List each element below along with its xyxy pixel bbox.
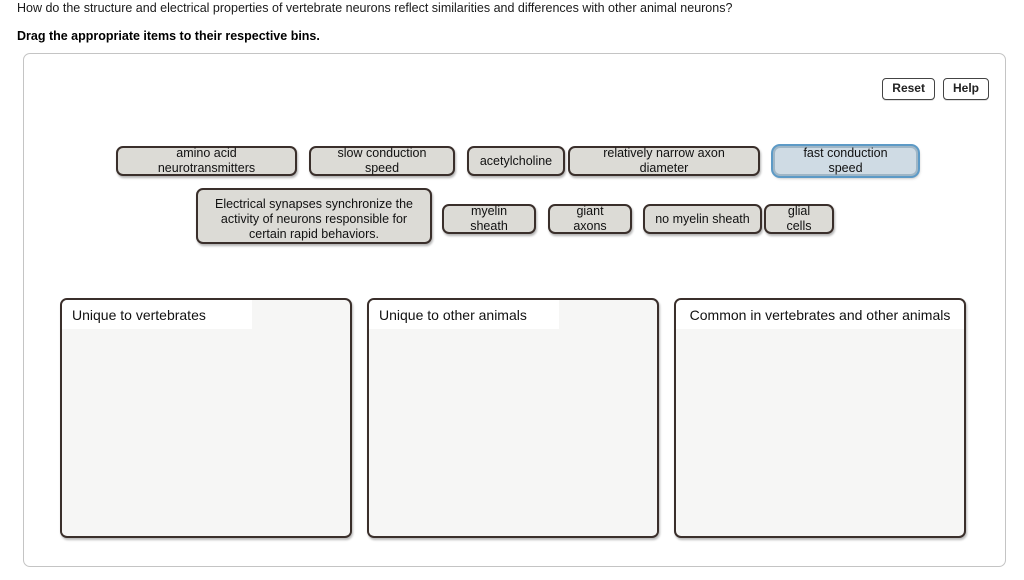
drag-item-glial-cells[interactable]: glial cells — [764, 204, 834, 234]
bin-title-unique-to-other-animals: Unique to other animals — [369, 300, 559, 329]
drag-item-amino-acid-neurotransmitters[interactable]: amino acid neurotransmitters — [116, 146, 297, 176]
drag-item-relatively-narrow-axon-diameter[interactable]: relatively narrow axon diameter — [568, 146, 760, 176]
drag-item-slow-conduction-speed[interactable]: slow conduction speed — [309, 146, 455, 176]
bin-dropzone-unique-to-other-animals[interactable] — [369, 329, 657, 535]
reset-button[interactable]: Reset — [882, 78, 935, 100]
bin-dropzone-common-in-vertebrates-and-other-animals[interactable] — [676, 329, 964, 517]
bin-title-unique-to-vertebrates: Unique to vertebrates — [62, 300, 252, 329]
bin-unique-to-vertebrates[interactable]: Unique to vertebrates — [60, 298, 352, 538]
bin-title-common-in-vertebrates-and-other-animals: Common in vertebrates and other animals — [676, 300, 964, 329]
instruction-text: Drag the appropriate items to their resp… — [17, 29, 320, 43]
activity-panel: Reset Help amino acid neurotransmitters … — [23, 53, 1006, 567]
drag-item-acetylcholine[interactable]: acetylcholine — [467, 146, 565, 176]
drag-item-giant-axons[interactable]: giant axons — [548, 204, 632, 234]
drag-item-no-myelin-sheath[interactable]: no myelin sheath — [643, 204, 762, 234]
drag-item-myelin-sheath[interactable]: myelin sheath — [442, 204, 536, 234]
toolbar: Reset Help — [882, 78, 989, 100]
bin-dropzone-unique-to-vertebrates[interactable] — [62, 329, 350, 535]
drag-item-electrical-synapses-statement[interactable]: Electrical synapses synchronize the acti… — [196, 188, 432, 244]
bin-unique-to-other-animals[interactable]: Unique to other animals — [367, 298, 659, 538]
question-prompt: How do the structure and electrical prop… — [17, 1, 733, 15]
help-button[interactable]: Help — [942, 78, 989, 100]
bin-common-in-vertebrates-and-other-animals[interactable]: Common in vertebrates and other animals — [674, 298, 966, 538]
drag-item-fast-conduction-speed[interactable]: fast conduction speed — [773, 146, 918, 176]
